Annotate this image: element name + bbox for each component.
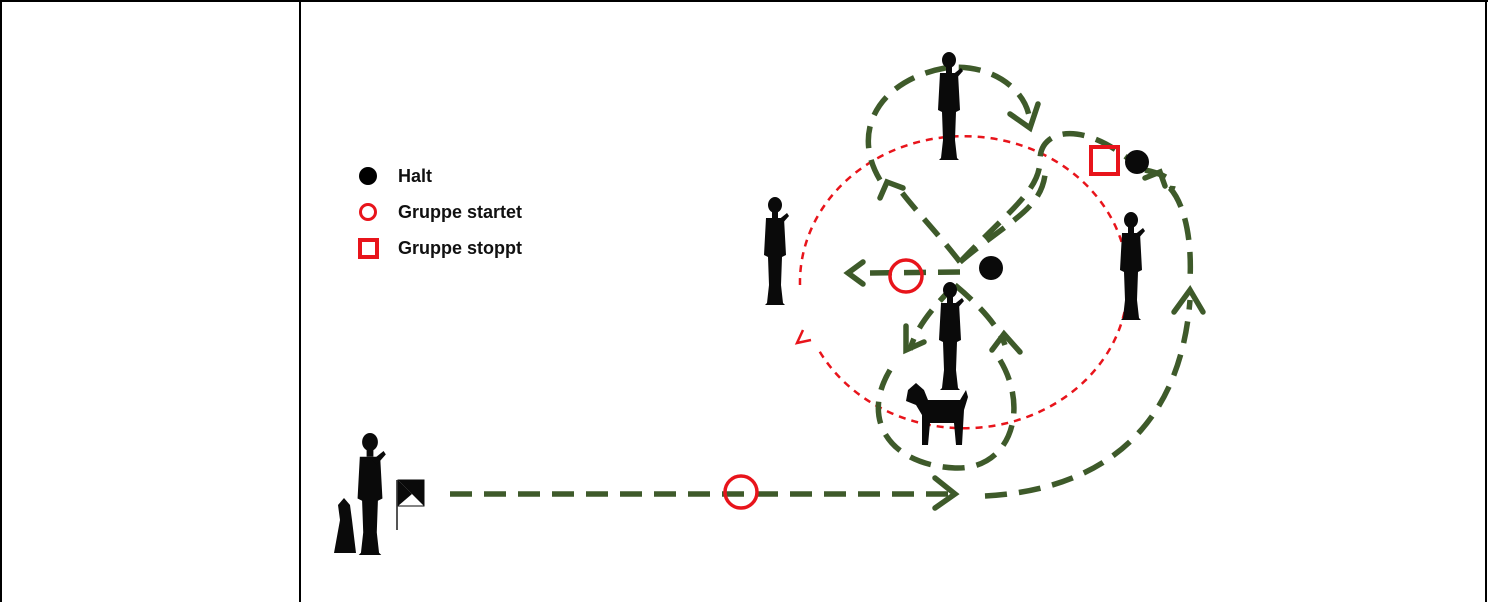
- legend-label-gruppe-startet: Gruppe startet: [398, 201, 523, 222]
- legend-item-halt: Halt: [356, 158, 522, 194]
- person-figure-icon: [1120, 212, 1145, 320]
- inner-circle-path: [794, 135, 1130, 430]
- halt-dot-icon: [1125, 150, 1149, 174]
- start-flag-icon: [396, 479, 425, 530]
- group-stop-square-icon: [1089, 145, 1120, 176]
- filled-dot-icon: [359, 167, 377, 185]
- legend-item-gruppe-startet: Gruppe startet: [356, 194, 522, 230]
- legend-label-gruppe-stoppt: Gruppe stoppt: [398, 237, 522, 258]
- group-start-ring-icon: [723, 474, 759, 510]
- legend: Halt Gruppe startet Gruppe stoppt: [356, 158, 522, 266]
- legend-label-halt: Halt: [398, 165, 433, 186]
- inner-circle-arrow-icon: [794, 329, 812, 345]
- dog-icon: [906, 383, 968, 445]
- red-square-icon: [357, 237, 379, 259]
- legend-item-gruppe-stoppt: Gruppe stoppt: [356, 230, 522, 266]
- halt-dot-icon: [979, 256, 1003, 280]
- handler-path: [450, 64, 1194, 499]
- group-start-ring-icon: [888, 258, 924, 294]
- handler-with-dog-icon: [334, 432, 386, 555]
- path-arrow-icon: [843, 101, 1206, 511]
- red-ring-icon: [359, 203, 377, 221]
- person-figure-icon: [764, 197, 789, 305]
